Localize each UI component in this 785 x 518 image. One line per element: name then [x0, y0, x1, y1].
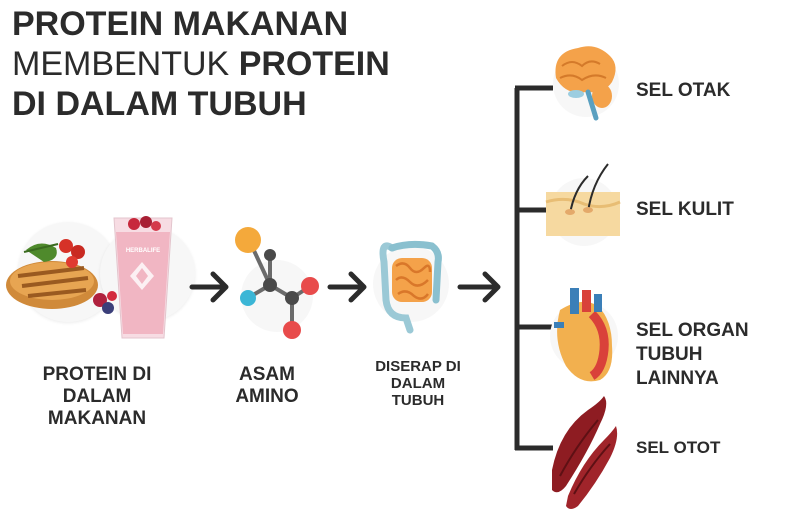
target-otak: SEL OTAK: [636, 79, 730, 103]
shake-brand-text: HERBALIFE: [126, 248, 160, 254]
step2-line1: ASAM: [222, 364, 312, 386]
step2-label: ASAM AMINO: [222, 364, 312, 408]
step3-label: DISERAP DI DALAM TUBUH: [358, 358, 478, 409]
arrow-icon: [330, 274, 364, 300]
arrow-icon: [460, 274, 498, 300]
step1-line3: MAKANAN: [22, 408, 172, 430]
chicken-salad-icon: [6, 239, 117, 314]
target-organ-line2: TUBUH: [636, 343, 749, 367]
target-kulit: SEL KULIT: [636, 198, 734, 222]
target-organ-line3: LAINNYA: [636, 367, 749, 391]
target-organ-line1: SEL ORGAN: [636, 319, 749, 343]
step3-line3: TUBUH: [358, 392, 478, 409]
heart-icon: [554, 288, 612, 381]
step1-line2: DALAM: [22, 386, 172, 408]
step3-line1: DISERAP DI: [358, 358, 478, 375]
step3-line2: DALAM: [358, 375, 478, 392]
skin-hair-icon: [546, 164, 620, 236]
step1-line1: PROTEIN DI: [22, 364, 172, 386]
target-otot: SEL OTOT: [636, 436, 720, 460]
muscle-icon: [552, 396, 617, 509]
step1-label: PROTEIN DI DALAM MAKANAN: [22, 364, 172, 430]
shake-glass-icon: [114, 216, 172, 338]
step2-line2: AMINO: [222, 386, 312, 408]
arrow-icon: [192, 274, 226, 300]
target-organ: SEL ORGAN TUBUH LAINNYA: [636, 319, 749, 391]
tree-connector: [515, 88, 553, 450]
